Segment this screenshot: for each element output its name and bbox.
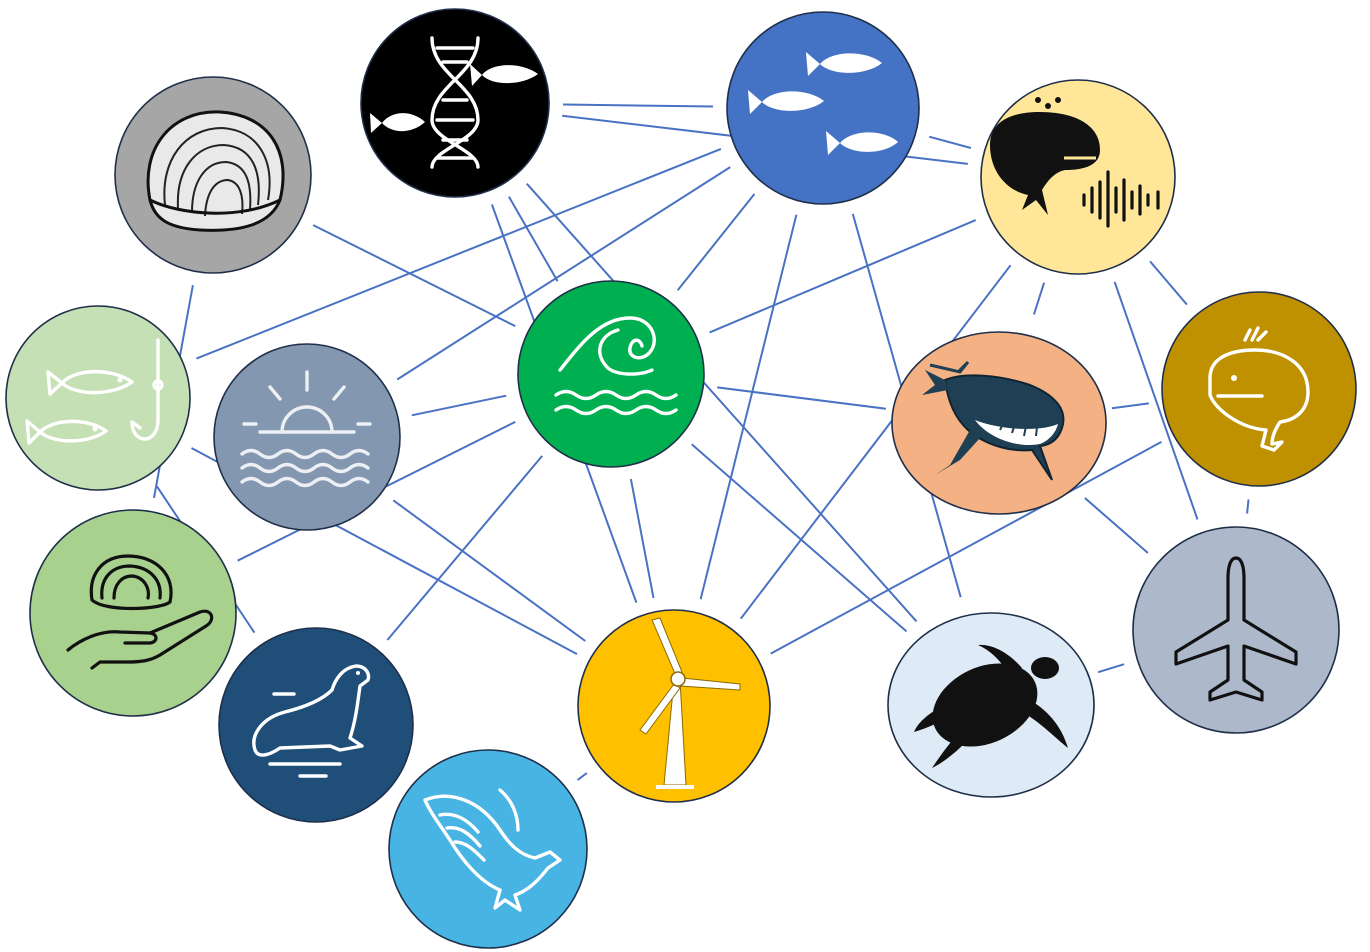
whale-outline-icon: [1208, 326, 1310, 452]
node-seal: [218, 627, 414, 823]
clam-shell-icon: [146, 110, 285, 232]
topic-nodes: [5, 8, 1357, 949]
seal-icon: [252, 664, 371, 778]
link-coastal-view-ocean-wave: [411, 394, 507, 417]
link-whale-acoustics-aviation: [1113, 281, 1199, 520]
link-whale-acoustics-wind-turbine: [740, 264, 1012, 620]
sea-turtle-icon: [914, 644, 1068, 768]
link-coastal-view-wind-turbine: [392, 499, 586, 642]
whale-outline-node-circle: [1161, 291, 1357, 487]
node-fish-school: [726, 11, 920, 205]
node-ocean-wave: [517, 280, 705, 468]
sunset-sea-icon: [240, 370, 372, 488]
link-wind-turbine-bird: [576, 772, 588, 781]
link-genetics-ocean-wave: [508, 196, 559, 282]
node-humpback-whale: [891, 331, 1107, 515]
node-fishing: [5, 305, 191, 491]
link-fish-school-ocean-wave: [676, 193, 756, 291]
dna-fish-icon: [370, 36, 538, 169]
fishing-node-circle: [5, 305, 191, 491]
link-humpback-whale-whale-outline: [1111, 402, 1150, 410]
link-genetics-fish-school: [562, 103, 714, 108]
node-wind-turbine: [577, 609, 771, 803]
node-coastal-view: [213, 343, 401, 531]
node-aviation: [1132, 526, 1340, 734]
link-ocean-wave-whale-acoustics: [709, 219, 977, 334]
genetics-node-circle: [360, 8, 550, 198]
node-shellfish-harvest: [29, 509, 237, 717]
link-ocean-wave-wind-turbine: [629, 478, 655, 599]
wind-turbine-icon: [639, 617, 741, 789]
link-fish-school-whale-acoustics: [928, 135, 972, 149]
node-whale-acoustics: [980, 79, 1176, 275]
link-whale-outline-wind-turbine: [770, 441, 1162, 655]
humpback-whale-icon: [922, 360, 1065, 481]
link-genetics-sea-turtle: [526, 183, 918, 623]
fish-hook-icon: [25, 338, 164, 445]
fish-school-icon: [748, 52, 898, 155]
wave-icon: [554, 316, 678, 416]
link-whale-acoustics-whale-outline: [1149, 260, 1188, 306]
link-sea-turtle-aviation: [1097, 663, 1125, 674]
node-genetics: [360, 8, 550, 198]
link-ocean-wave-humpback-whale: [717, 386, 887, 410]
node-bird: [388, 749, 588, 949]
link-whale-outline-aviation: [1246, 499, 1250, 514]
node-sea-turtle: [887, 612, 1095, 798]
link-ocean-wave-seal: [386, 455, 543, 641]
shellfish-harvest-node-circle: [29, 509, 237, 717]
airplane-icon: [1174, 556, 1298, 702]
shell-in-hand-icon: [66, 554, 214, 670]
aviation-node-circle: [1132, 526, 1340, 734]
node-whale-outline: [1161, 291, 1357, 487]
link-fish-school-wind-turbine: [699, 214, 798, 600]
link-fish-school-coastal-view: [396, 166, 731, 381]
node-clam: [114, 76, 312, 274]
link-ocean-wave-sea-turtle: [691, 443, 908, 633]
ocean-wave-node-circle: [517, 280, 705, 468]
bird-node-circle: [388, 749, 588, 949]
link-humpback-whale-aviation: [1084, 497, 1149, 554]
seal-node-circle: [218, 627, 414, 823]
eagle-icon: [423, 788, 562, 912]
whale-sound-icon: [990, 97, 1160, 228]
link-whale-acoustics-humpback-whale: [1032, 282, 1046, 315]
link-fish-school-fishing: [196, 147, 722, 360]
link-clam-ocean-wave: [312, 224, 516, 327]
